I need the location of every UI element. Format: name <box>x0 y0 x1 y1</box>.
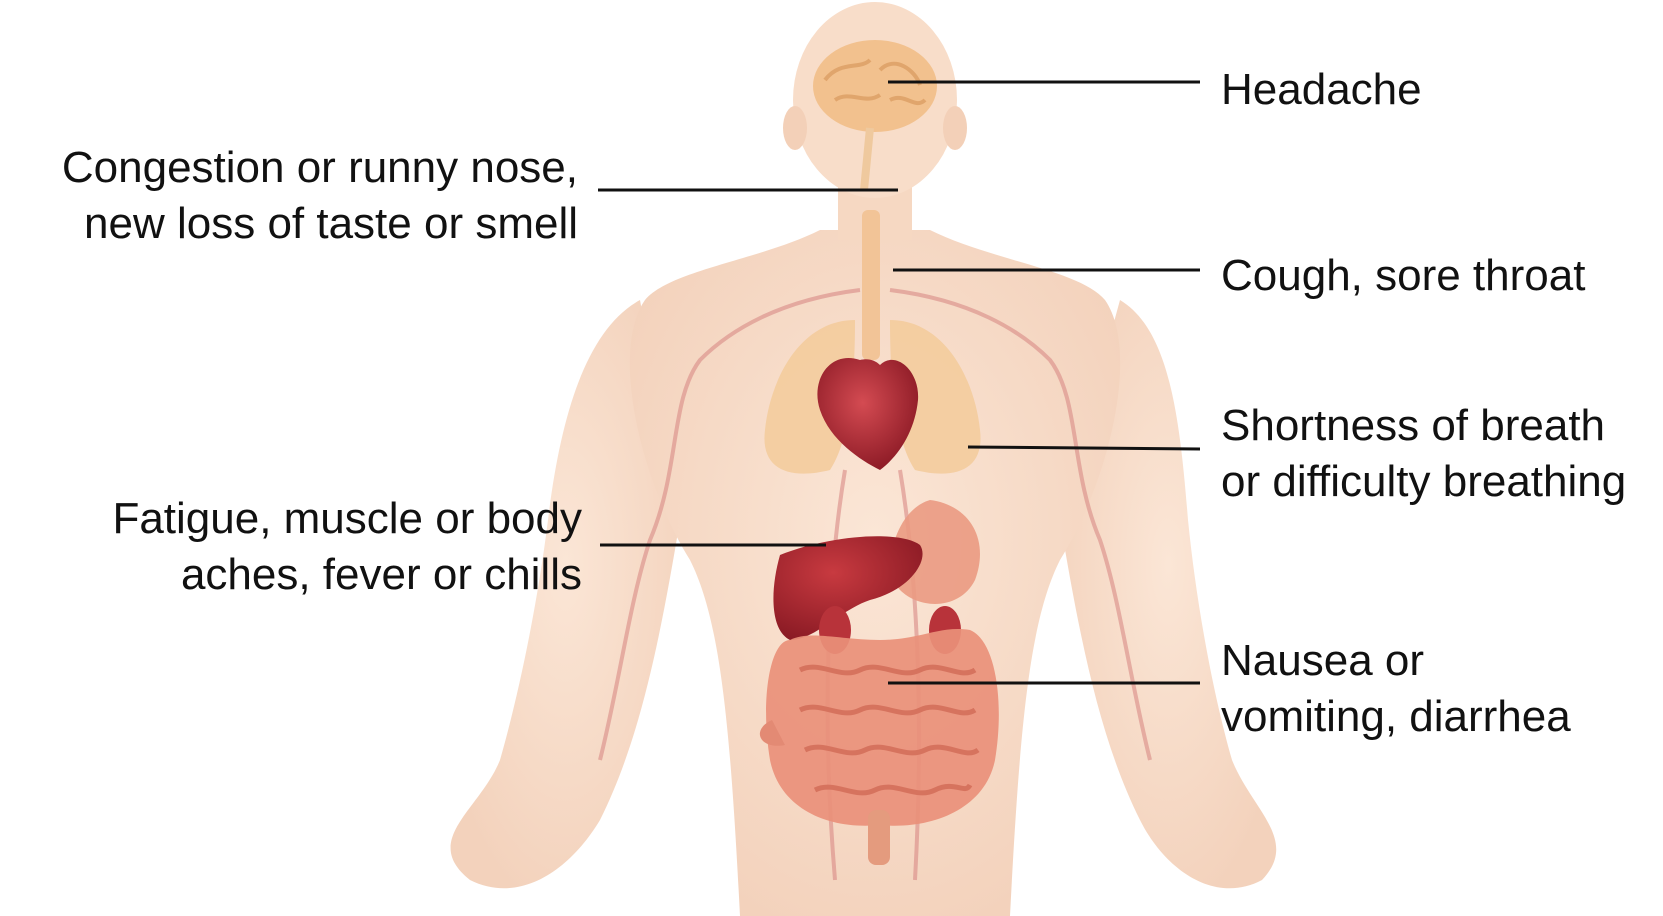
label-headache: Headache <box>1221 62 1422 118</box>
label-fatigue-line1: Fatigue, muscle or body <box>0 491 582 547</box>
label-nausea-vomiting: Nausea or vomiting, diarrhea <box>1221 633 1571 745</box>
label-congestion-line1: Congestion or runny nose, <box>0 140 578 196</box>
label-fatigue: Fatigue, muscle or body aches, fever or … <box>0 491 582 603</box>
label-congestion-line2: new loss of taste or smell <box>0 196 578 252</box>
label-congestion: Congestion or runny nose, new loss of ta… <box>0 140 578 252</box>
label-breath-line2: or difficulty breathing <box>1221 454 1626 510</box>
trachea <box>862 210 880 360</box>
label-cough-line1: Cough, sore throat <box>1221 248 1585 304</box>
label-breath-line1: Shortness of breath <box>1221 398 1626 454</box>
label-shortness-of-breath: Shortness of breath or difficulty breath… <box>1221 398 1626 510</box>
label-nausea-line2: vomiting, diarrhea <box>1221 689 1571 745</box>
label-cough-sore-throat: Cough, sore throat <box>1221 248 1585 304</box>
label-nausea-line1: Nausea or <box>1221 633 1571 689</box>
label-fatigue-line2: aches, fever or chills <box>0 547 582 603</box>
label-headache-line1: Headache <box>1221 62 1422 118</box>
leader-line-breath <box>968 447 1200 449</box>
